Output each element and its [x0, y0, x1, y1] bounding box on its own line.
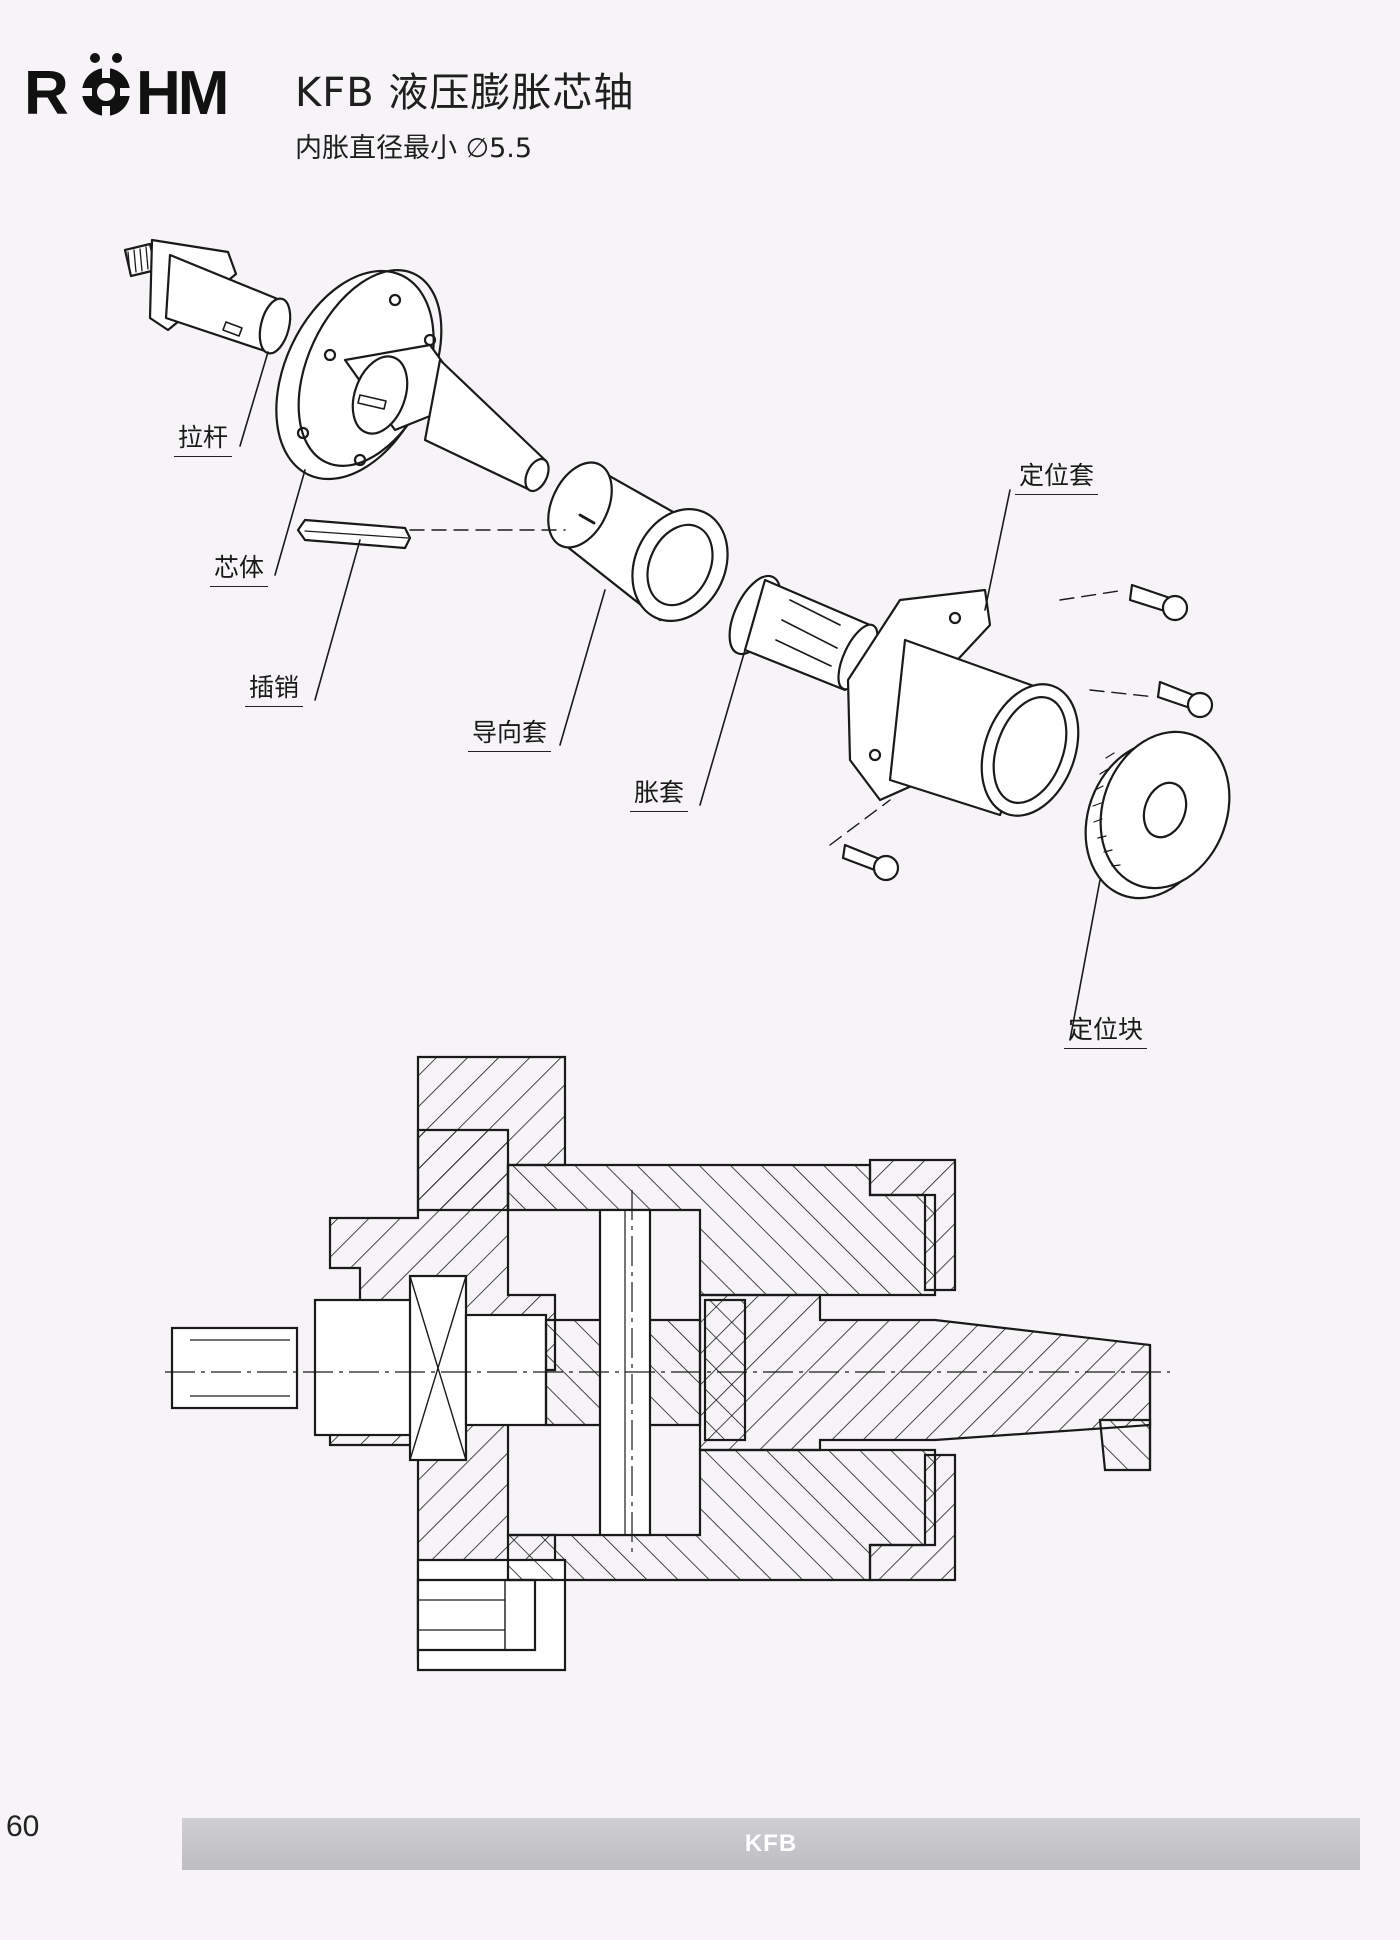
- footer-section-bar: KFB: [182, 1818, 1360, 1870]
- locating-sleeve-part: [846, 588, 1080, 817]
- label-locating-sleeve: 定位套: [1015, 456, 1099, 495]
- section-pull-rod: [170, 1274, 702, 1462]
- leader-lines: [239, 351, 1101, 1041]
- svg-text:R: R: [24, 59, 68, 124]
- rohm-logo: R HM: [24, 53, 229, 124]
- section-expansion-sleeve: [698, 1293, 1152, 1472]
- page-number: 60: [6, 1810, 40, 1843]
- pull-rod-part: [123, 238, 292, 355]
- locating-block-part: [1084, 730, 1231, 900]
- section-drawing: [165, 1055, 1170, 1672]
- expansion-sleeve-part: [728, 574, 879, 692]
- assembly-axes: [409, 529, 1156, 846]
- page-title: KFB 液压膨胀芯轴: [295, 70, 635, 116]
- core-body-part: [275, 269, 550, 493]
- svg-text:HM: HM: [136, 59, 226, 124]
- footer-section-label: KFB: [744, 1830, 798, 1857]
- label-core-body: 芯体: [210, 548, 269, 587]
- exploded-view-drawing: [123, 238, 1231, 1041]
- section-locating-sleeve: [868, 1158, 957, 1582]
- label-guide-sleeve: 导向套: [468, 713, 552, 752]
- guide-sleeve-part: [547, 461, 729, 623]
- label-locating-block: 定位块: [1064, 1010, 1148, 1049]
- insert-pin-part: [296, 518, 412, 550]
- page-subtitle: 内胀直径最小 ∅5.5: [295, 133, 533, 164]
- label-pull-rod: 拉杆: [174, 418, 233, 457]
- screws: [841, 583, 1214, 882]
- label-expansion-sleeve: 胀套: [630, 773, 689, 812]
- label-insert-pin: 插销: [245, 668, 304, 707]
- section-center-lines: [165, 1190, 1170, 1555]
